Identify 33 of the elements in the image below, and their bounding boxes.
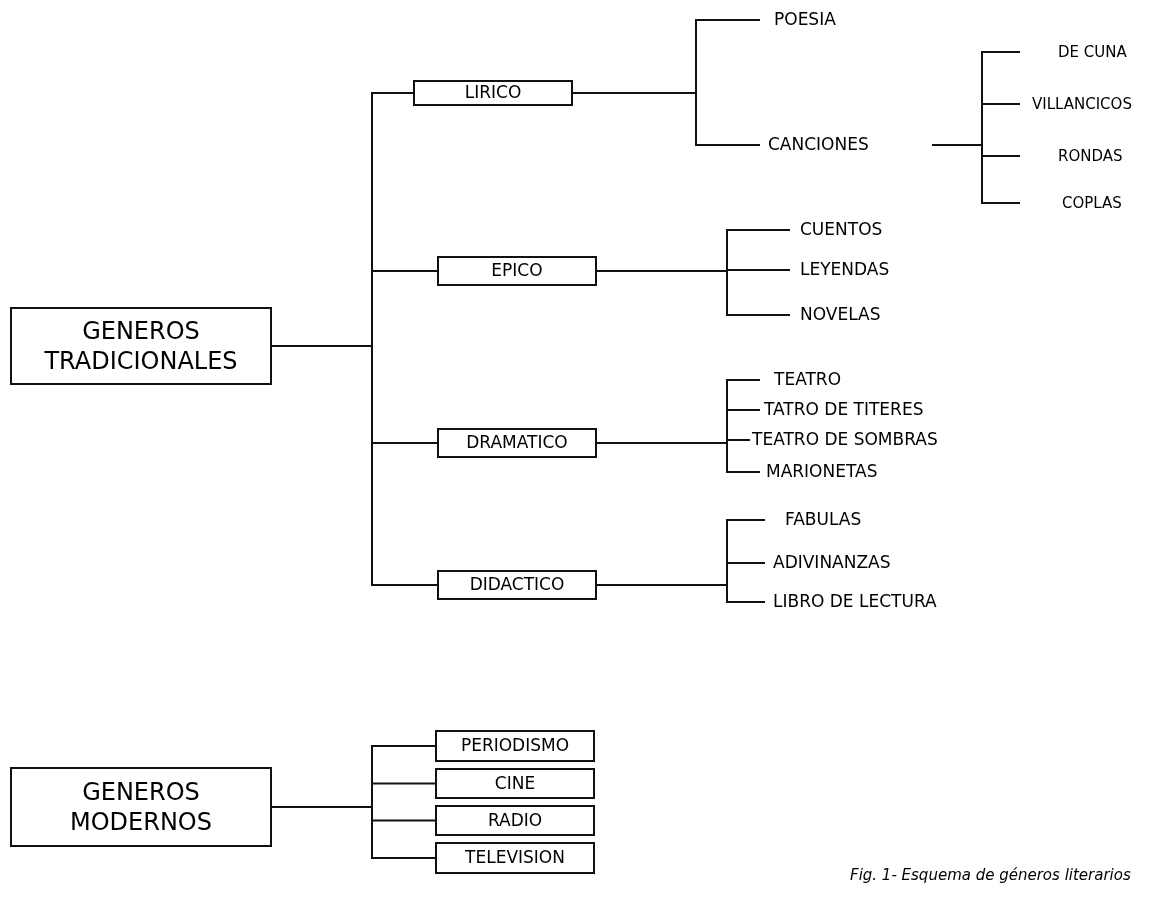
- genre-label: TEATRO DE SOMBRAS: [750, 426, 980, 454]
- category-box: GENEROS TRADICIONALES: [10, 307, 272, 385]
- connector-line: [596, 442, 761, 473]
- genre-label: VILLANCICOS: [1020, 90, 1159, 118]
- genre-label: NOVELAS: [790, 301, 940, 329]
- genre-label: RONDAS: [1020, 142, 1150, 170]
- genre-label: ADIVINANZAS: [765, 549, 935, 577]
- category-box: DIDACTICO: [437, 570, 597, 600]
- genre-label: COPLAS: [1020, 189, 1150, 217]
- category-box: LIRICO: [413, 80, 573, 106]
- category-box: PERIODISMO: [435, 730, 595, 762]
- connector-line: [572, 92, 761, 146]
- genre-label: CUENTOS: [790, 216, 940, 244]
- connector-line: [596, 584, 766, 603]
- category-box: CINE: [435, 768, 595, 799]
- genre-label: POESIA: [760, 6, 880, 34]
- genre-label: TATRO DE TITERES: [760, 396, 960, 424]
- connector-line: [271, 806, 436, 859]
- genre-label: TEATRO: [760, 366, 910, 394]
- category-box: TELEVISION: [435, 842, 595, 874]
- genre-label: MARIONETAS: [760, 458, 940, 486]
- genre-label: DE CUNA: [1020, 38, 1150, 66]
- connector-line: [931, 144, 1021, 204]
- category-box: RADIO: [435, 805, 595, 836]
- figure-caption: Fig. 1- Esquema de géneros literarios: [850, 865, 1131, 886]
- genre-label: CANCIONES: [760, 131, 932, 159]
- category-box: EPICO: [437, 256, 597, 286]
- category-box: DRAMATICO: [437, 428, 597, 458]
- category-box: GENEROS MODERNOS: [10, 767, 272, 847]
- genre-label: FABULAS: [765, 506, 915, 534]
- genre-label: LIBRO DE LECTURA: [765, 588, 985, 616]
- connector-line: [596, 270, 791, 316]
- genre-label: LEYENDAS: [790, 256, 940, 284]
